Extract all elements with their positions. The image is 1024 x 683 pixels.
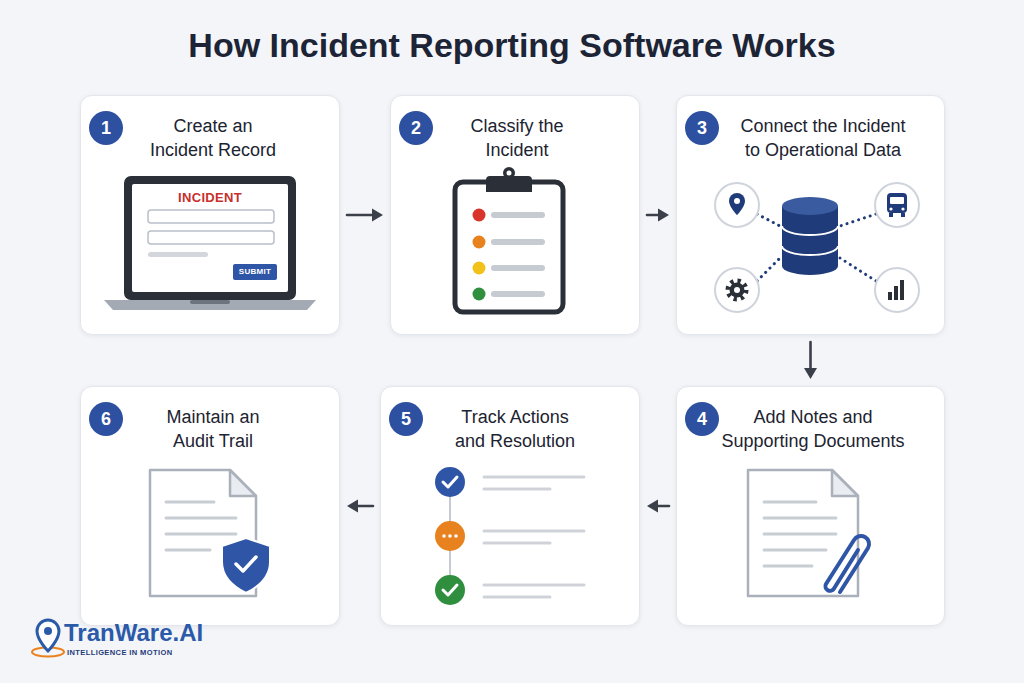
arrow-head <box>658 209 669 222</box>
step-number: 4 <box>685 402 719 436</box>
button-text: SUBMIT <box>239 267 271 277</box>
step-number: 5 <box>389 402 423 436</box>
step-number: 6 <box>89 402 123 436</box>
step-heading: Connect the Incident to Operational Data <box>736 114 911 162</box>
step-number: 2 <box>399 111 433 145</box>
arrow-shaft <box>355 505 373 508</box>
arrow-head <box>347 500 358 513</box>
logo-pin <box>37 620 59 651</box>
logo-orbit <box>32 648 64 657</box>
arrow-shaft <box>647 214 661 217</box>
arrow-head <box>372 209 383 222</box>
flow-arrow <box>347 209 383 222</box>
step-card: Add Notes and Supporting Documents 4 <box>676 386 945 626</box>
step-card: Classify the Incident 2 <box>390 95 640 335</box>
step-number-text: 3 <box>697 118 707 138</box>
brand-name: TranWare.AI <box>64 619 284 647</box>
logo-mark <box>32 620 64 657</box>
arrow-head <box>647 500 658 513</box>
flow-arrow <box>647 209 669 222</box>
step-card: Maintain an Audit Trail 6 <box>80 386 340 626</box>
arrow-shaft <box>655 505 669 508</box>
step-heading: Add Notes and Supporting Documents <box>717 405 909 453</box>
step-number-text: 1 <box>101 118 111 138</box>
arrow-head <box>804 368 817 379</box>
step-number-text: 4 <box>697 409 707 429</box>
step-card: Connect the Incident to Operational Data… <box>676 95 945 335</box>
step-number: 3 <box>685 111 719 145</box>
step-number-text: 5 <box>401 409 411 429</box>
arrow-shaft <box>809 342 812 371</box>
flow-arrow <box>804 342 817 379</box>
step-heading: Track Actions and Resolution <box>450 405 580 453</box>
screen-title: INCIDENT <box>132 191 288 205</box>
step-number: 1 <box>89 111 123 145</box>
step-number-text: 6 <box>101 409 111 429</box>
page-title: How Incident Reporting Software Works <box>0 24 1024 66</box>
step-number-text: 2 <box>411 118 421 138</box>
step-heading: Classify the Incident <box>452 114 582 162</box>
flow-arrow <box>347 500 373 513</box>
brand-tagline: INTELLIGENCE IN MOTION <box>67 648 247 657</box>
arrow-shaft <box>347 214 375 217</box>
logo-pin-dot <box>44 627 52 635</box>
flow-arrow <box>647 500 669 513</box>
step-card: Create an Incident Record 1SUBMIT <box>80 95 340 335</box>
step-heading: Create an Incident Record <box>143 114 283 162</box>
step-card: Track Actions and Resolution 5 <box>380 386 640 626</box>
submit-button: SUBMIT <box>233 264 277 280</box>
step-heading: Maintain an Audit Trail <box>153 405 273 453</box>
